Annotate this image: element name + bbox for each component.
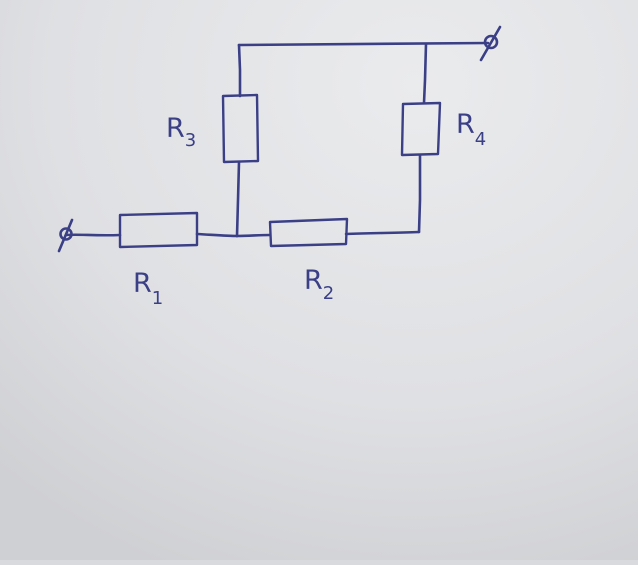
resistor-r2 (268, 217, 349, 248)
wire-r1-to-junction (195, 232, 239, 238)
wire-r3-to-top (237, 43, 242, 98)
terminal-right (479, 25, 502, 62)
label-r2: R2 (304, 265, 334, 304)
wire-junction-to-r2 (235, 233, 272, 238)
resistor-r1 (118, 211, 199, 249)
label-r1: R1 (133, 268, 163, 309)
wire-r2-to-r4 (344, 230, 421, 236)
wire-top-rail (237, 41, 490, 47)
label-r3: R3 (166, 113, 196, 151)
wire-junction-to-r3 (235, 160, 241, 238)
wire-top-to-r4 (422, 42, 428, 105)
wire-r4-to-bottom (417, 153, 422, 234)
label-r4: R4 (456, 109, 486, 150)
resistor-r4 (400, 101, 442, 157)
wire-left-input (64, 233, 122, 237)
resistor-r3 (221, 93, 260, 164)
terminal-left (57, 218, 74, 253)
